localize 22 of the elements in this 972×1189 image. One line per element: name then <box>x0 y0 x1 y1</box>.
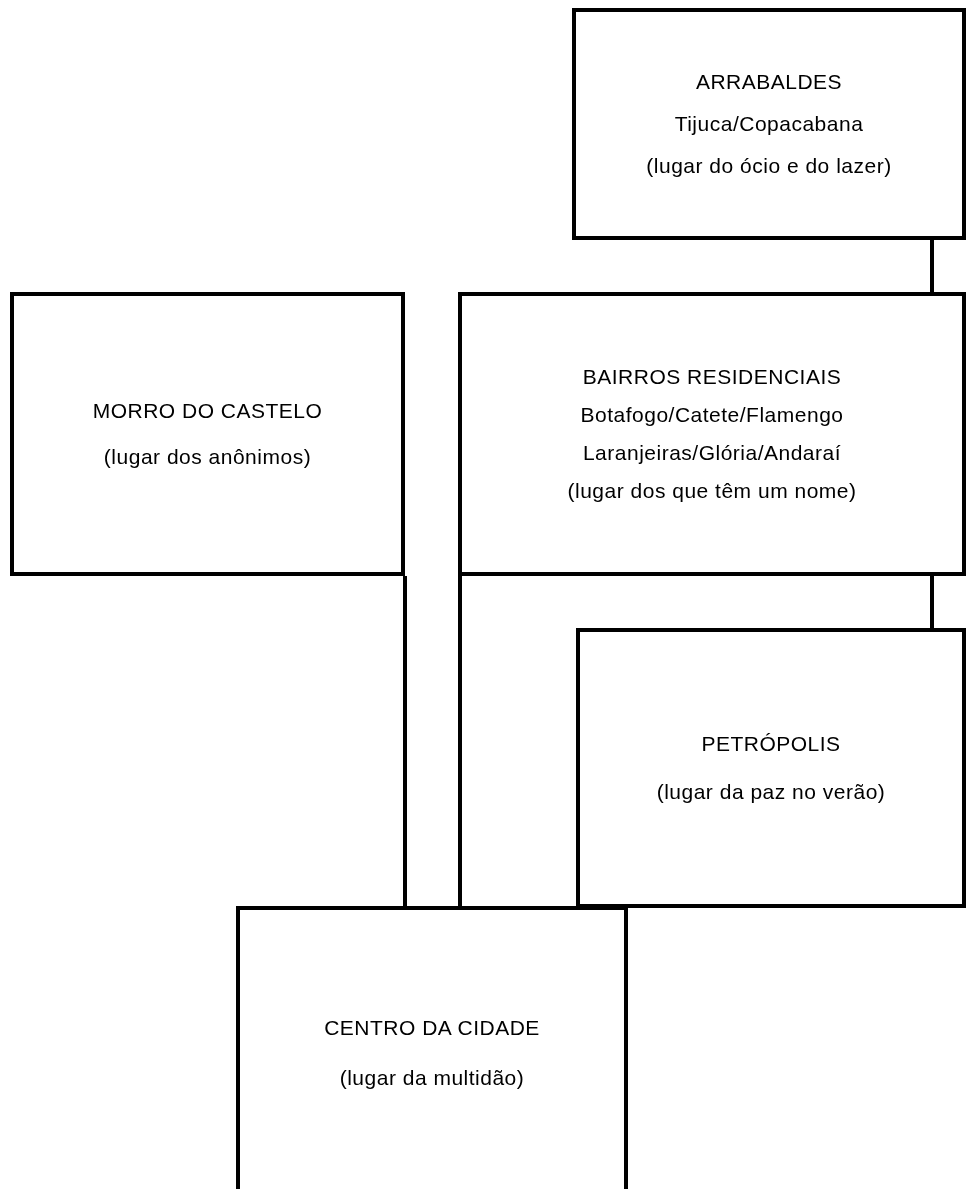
box-text: (lugar da multidão) <box>339 1066 525 1090</box>
box-text: Tijuca/Copacabana <box>674 112 864 136</box>
box-heading: CENTRO DA CIDADE <box>324 1016 540 1040</box>
place-box <box>572 8 966 240</box>
connector-line <box>930 576 934 628</box>
box-heading: ARRABALDES <box>695 70 843 94</box>
box-text: (lugar da paz no verão) <box>656 780 886 804</box>
connector-line <box>403 576 407 906</box>
box-text: Botafogo/Catete/Flamengo <box>580 403 844 427</box>
place-box <box>576 628 966 908</box>
place-box <box>236 906 628 1189</box>
place-box <box>458 292 966 576</box>
box-text: Laranjeiras/Glória/Andaraí <box>582 441 842 465</box>
box-text: (lugar dos anônimos) <box>103 445 312 469</box>
box-heading: MORRO DO CASTELO <box>92 399 323 423</box>
connector-line <box>930 240 934 292</box>
box-heading: PETRÓPOLIS <box>701 732 841 756</box>
connector-line <box>458 576 462 906</box>
box-text: (lugar dos que têm um nome) <box>567 479 857 503</box>
box-text: (lugar do ócio e do lazer) <box>646 154 892 178</box>
place-box <box>10 292 405 576</box>
box-heading: BAIRROS RESIDENCIAIS <box>582 365 842 389</box>
